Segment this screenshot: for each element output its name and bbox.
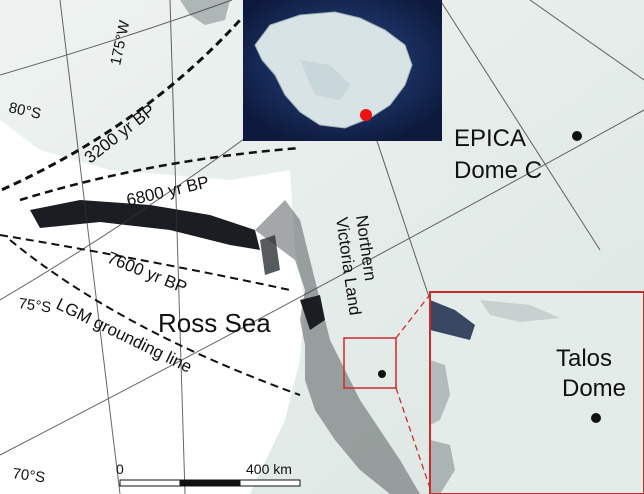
inset-connector-bottom	[395, 387, 433, 494]
scale-bar: 0 400 km	[116, 461, 301, 487]
sea-ice-band	[30, 200, 260, 250]
epica-label-2: Dome C	[454, 157, 542, 184]
talos-dome-marker-main	[378, 370, 386, 378]
lat-label-70: 70°S	[11, 465, 46, 486]
coast-dark-patch	[300, 295, 325, 330]
scale-start-label: 0	[116, 461, 124, 477]
coast-texture	[180, 0, 230, 25]
inset-locator-box	[343, 337, 397, 389]
epica-dome-c-marker	[572, 131, 582, 141]
lat-label-80: 80°S	[7, 99, 43, 122]
talos-label-1: Talos	[556, 345, 612, 372]
line-7600	[0, 234, 291, 291]
lat-label-75: 75°S	[17, 295, 52, 316]
line-6800	[19, 146, 301, 202]
line-3200	[0, 18, 242, 193]
grounding-lines	[0, 18, 301, 396]
ice-tongue-dark	[260, 235, 280, 275]
ross-sea-label: Ross Sea	[158, 308, 271, 338]
talos-location-dot	[360, 109, 372, 121]
talos-inset: Talos Dome	[429, 291, 644, 494]
coast-rocks	[255, 200, 420, 494]
antarctica-globe-inset	[243, 0, 442, 141]
talos-label-2: Dome	[562, 375, 626, 402]
talos-dome-marker-inset	[591, 413, 601, 423]
epica-label-1: EPICA	[454, 125, 526, 152]
scale-end-label: 400 km	[246, 461, 292, 477]
